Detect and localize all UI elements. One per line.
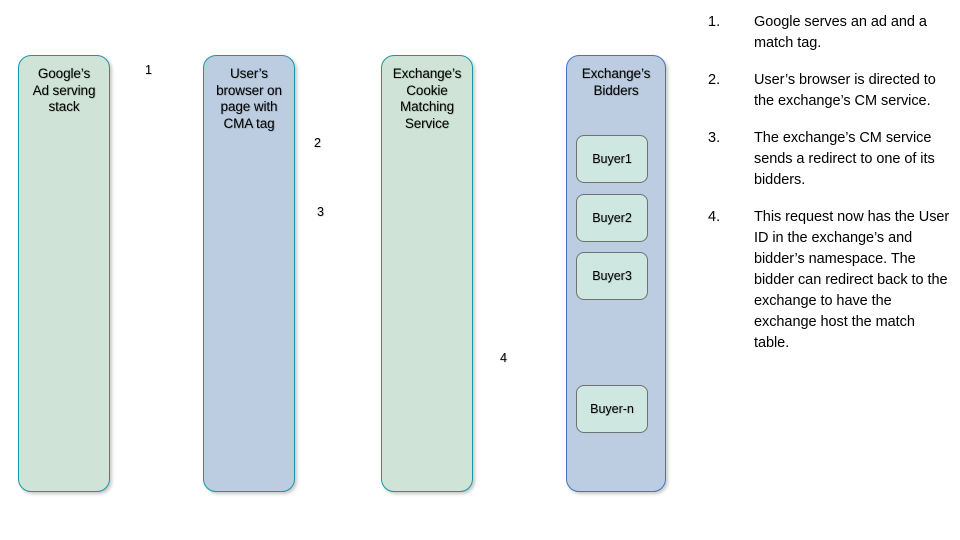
arrow-label-1: 1 [145, 63, 152, 77]
buyer-box-n[interactable]: Buyer-n [576, 385, 648, 433]
step-number-3: 3. [708, 130, 721, 146]
step-number-1: 1. [708, 14, 721, 30]
arrow-label-2: 2 [314, 136, 321, 150]
step-text-4: This request now has the User ID in the … [754, 209, 950, 351]
step-item-1: 1. Google serves an ad and a match tag. [708, 12, 954, 54]
node-exchange-cookie-matching-service[interactable]: Exchange’s Cookie Matching Service [381, 55, 473, 492]
node-label-exchange-bidders: Exchange’s Bidders [581, 66, 651, 98]
step-text-3: The exchange’s CM service sends a redire… [754, 130, 935, 188]
node-label-google-ad-serving-stack: Google’s Ad serving stack [32, 66, 96, 114]
step-item-3: 3. The exchange’s CM service sends a red… [708, 128, 954, 191]
node-users-browser[interactable]: User’s browser on page with CMA tag [203, 55, 295, 492]
buyer-label-3: Buyer3 [592, 269, 632, 283]
arrow-label-3: 3 [317, 205, 324, 219]
buyer-label-1: Buyer1 [592, 152, 632, 166]
step-number-4: 4. [708, 209, 721, 225]
steps-list: 1. Google serves an ad and a match tag. … [708, 12, 954, 370]
buyer-box-2[interactable]: Buyer2 [576, 194, 648, 242]
step-item-2: 2. User’s browser is directed to the exc… [708, 70, 954, 112]
node-label-users-browser: User’s browser on page with CMA tag [216, 66, 282, 131]
buyer-label-n: Buyer-n [590, 402, 634, 416]
node-google-ad-serving-stack[interactable]: Google’s Ad serving stack [18, 55, 110, 492]
step-text-1: Google serves an ad and a match tag. [754, 14, 927, 51]
buyer-box-3[interactable]: Buyer3 [576, 252, 648, 300]
step-item-4: 4. This request now has the User ID in t… [708, 207, 954, 354]
node-label-exchange-cookie-matching-service: Exchange’s Cookie Matching Service [392, 66, 462, 131]
step-number-2: 2. [708, 72, 721, 88]
arrow-label-4: 4 [500, 351, 507, 365]
step-text-2: User’s browser is directed to the exchan… [754, 72, 936, 109]
buyer-label-2: Buyer2 [592, 211, 632, 225]
buyer-box-1[interactable]: Buyer1 [576, 135, 648, 183]
